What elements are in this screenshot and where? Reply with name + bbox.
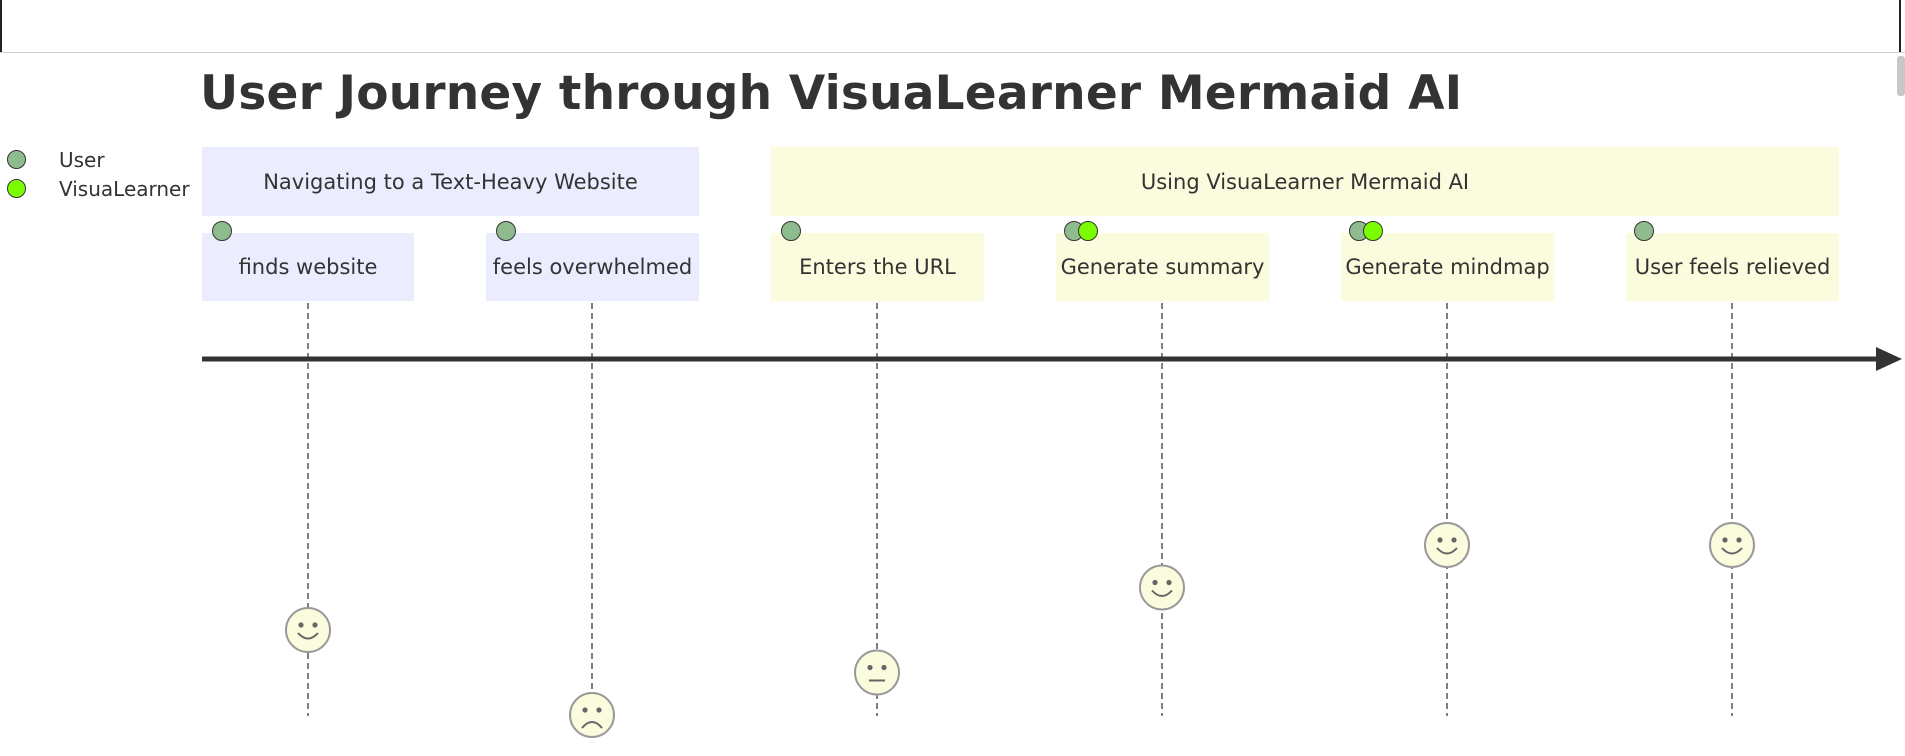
timeline-arrowhead: [1876, 347, 1902, 371]
face-mouth: [581, 721, 603, 729]
actor-dot-user: [212, 221, 232, 241]
mood-face-happy: [1709, 522, 1755, 568]
face-mouth: [297, 632, 319, 640]
mood-face-sad: [569, 692, 615, 738]
task-enters-url: Enters the URL: [771, 233, 984, 301]
face-circle: [1139, 564, 1185, 611]
mood-faces: [285, 522, 1755, 738]
actor-dot-user: [1634, 221, 1654, 241]
face-eye: [1437, 537, 1443, 543]
mood-face-happy: [1424, 522, 1470, 568]
task-user-feels-relieved: User feels relieved: [1626, 233, 1839, 301]
dashed-connectors: [307, 303, 1733, 716]
actor-dot-visualearner: [1078, 221, 1098, 241]
task-feels-overwhelmed: feels overwhelmed: [486, 233, 699, 301]
face-mouth: [1436, 547, 1458, 555]
face-eye: [582, 707, 588, 713]
section-using-visualearner: Using VisuaLearner Mermaid AI: [771, 147, 1839, 216]
face-eye: [1451, 537, 1457, 543]
top-frame: [0, 0, 1905, 53]
mood-face-neutral: [854, 649, 900, 696]
task-generate-mindmap: Generate mindmap: [1341, 233, 1554, 301]
legend-label-user: User: [59, 148, 105, 172]
face-circle: [1424, 522, 1470, 568]
face-eye: [1736, 537, 1742, 543]
frame-edge-right: [1899, 0, 1901, 52]
legend-dot-visualearner: [7, 179, 26, 198]
scrollbar-thumb[interactable]: [1897, 56, 1905, 96]
actor-dot-visualearner: [1363, 221, 1383, 241]
mood-face-happy: [285, 607, 331, 653]
face-circle: [285, 607, 331, 653]
frame-edge-left: [0, 0, 2, 52]
task-finds-website: finds website: [202, 233, 414, 301]
section-navigating: Navigating to a Text-Heavy Website: [202, 147, 699, 216]
face-eye: [881, 664, 887, 671]
face-eye: [312, 622, 318, 628]
face-eye: [1152, 579, 1158, 586]
face-mouth: [1151, 589, 1173, 597]
legend-dot-user: [7, 150, 26, 169]
face-eye: [1166, 579, 1172, 586]
face-eye: [298, 622, 304, 628]
actor-dot-user: [781, 221, 801, 241]
legend-label-visualearner: VisuaLearner: [59, 177, 190, 201]
face-eye: [596, 707, 602, 713]
face-circle: [569, 692, 615, 738]
face-eye: [867, 664, 873, 671]
task-generate-summary: Generate summary: [1056, 233, 1269, 301]
page-title: User Journey through VisuaLearner Mermai…: [200, 66, 1463, 121]
face-eye: [1722, 537, 1728, 543]
actor-dot-user: [496, 221, 516, 241]
face-circle: [1709, 522, 1755, 568]
face-circle: [854, 649, 900, 696]
face-mouth: [1721, 547, 1743, 555]
mood-face-happy: [1139, 564, 1185, 611]
